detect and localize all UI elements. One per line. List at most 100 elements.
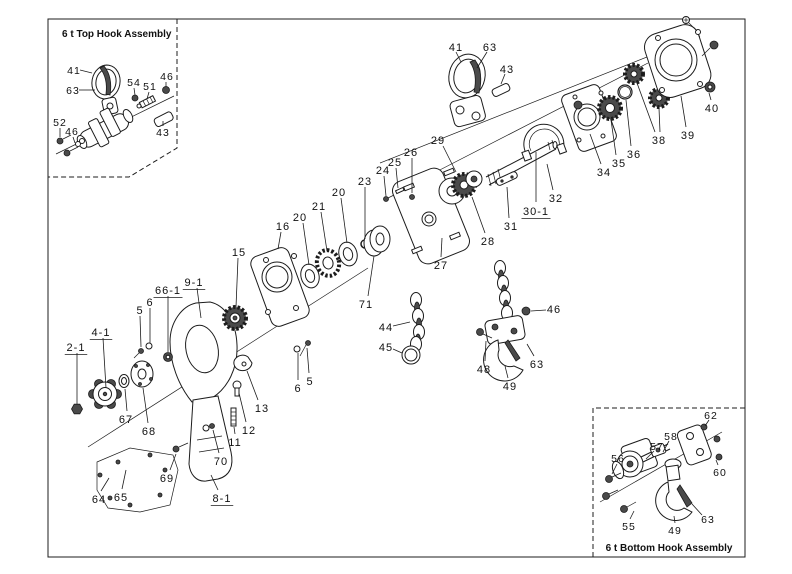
top-hook-inset-border — [48, 19, 178, 178]
leader-line-58 — [662, 440, 670, 453]
leader-line-70 — [212, 429, 220, 454]
part-label-30-1: 30-1 — [523, 206, 549, 218]
part-label-38: 38 — [652, 135, 666, 147]
leader-line-11 — [233, 426, 236, 435]
top-hook-inset-title: 6 t Top Hook Assembly — [62, 29, 172, 40]
leader-line-46 — [530, 309, 547, 312]
part-label-55: 55 — [622, 521, 636, 533]
leader-line-60 — [715, 459, 719, 466]
leader-line-56 — [611, 463, 618, 475]
part-label-54: 54 — [127, 77, 141, 89]
bottom-hook-inset-title: 6 t Bottom Hook Assembly — [606, 543, 733, 554]
part-label-29: 29 — [431, 135, 445, 147]
brake-ratchet-drawing — [438, 170, 483, 205]
leader-line-15 — [235, 257, 239, 308]
latch-drawing — [676, 484, 693, 508]
part-label-46: 46 — [160, 71, 174, 83]
pinion-shaft-drawing — [485, 139, 558, 187]
lever-handle-drawing — [169, 301, 238, 482]
part-label-34: 34 — [597, 167, 611, 179]
leader-line-5 — [306, 347, 310, 374]
leader-line-34 — [589, 133, 602, 165]
pin-drawing — [153, 111, 174, 128]
leader-line-63 — [476, 51, 488, 69]
part-label-12: 12 — [242, 425, 256, 437]
leader-line-71 — [367, 255, 375, 297]
part-label-64: 64 — [92, 494, 106, 506]
part-label-39: 39 — [681, 130, 695, 142]
leader-line-62 — [704, 419, 710, 427]
leader-line-20 — [340, 197, 348, 244]
load-chain-drawing — [494, 260, 513, 321]
part-label-41: 41 — [67, 65, 81, 77]
leader-line-40 — [708, 92, 712, 101]
part-label-44: 44 — [379, 322, 393, 334]
part-label-16: 16 — [276, 221, 290, 233]
leader-line-41 — [455, 51, 462, 63]
leader-line-12 — [238, 392, 247, 423]
latch-drawing — [504, 339, 521, 362]
leader-line-31 — [506, 186, 510, 219]
leader-line-49 — [504, 365, 509, 379]
part-label-9-1: 9-1 — [185, 277, 204, 289]
part-label-63: 63 — [483, 42, 497, 54]
leader-line-38 — [636, 82, 656, 133]
part-label-5: 5 — [136, 305, 143, 317]
part-label-63: 63 — [530, 359, 544, 371]
leader-line-21 — [320, 211, 328, 252]
load-sheave-drawing — [222, 305, 248, 331]
part-label-49: 49 — [668, 525, 682, 537]
part-label-70: 70 — [214, 456, 228, 468]
leader-line-44 — [392, 321, 411, 327]
part-label-51: 51 — [143, 81, 157, 93]
part-label-36: 36 — [627, 149, 641, 161]
leader-line-67 — [124, 388, 128, 412]
part-label-4-1: 4-1 — [92, 327, 111, 339]
leader-line-46 — [72, 136, 76, 144]
leader-line-9-1 — [196, 287, 202, 319]
leader-line-69 — [169, 453, 177, 471]
leader-line-29 — [442, 145, 457, 173]
part-label-35: 35 — [612, 158, 626, 170]
part-label-2-1: 2-1 — [67, 342, 86, 354]
leader-line-28 — [471, 196, 486, 234]
leader-line-4-1 — [102, 337, 107, 389]
pawl-spring-drawing — [230, 354, 253, 427]
part-label-13: 13 — [255, 403, 269, 415]
idle-pulley-drawing — [363, 225, 391, 257]
part-label-32: 32 — [549, 193, 563, 205]
part-label-66-1: 66-1 — [155, 285, 181, 297]
leader-line-68 — [142, 387, 149, 424]
leader-line-57 — [645, 450, 655, 460]
drawing-border — [47, 18, 746, 558]
leader-line-36 — [625, 99, 632, 147]
side-plate-drawing — [250, 247, 310, 327]
part-label-45: 45 — [379, 342, 393, 354]
leader-line-41 — [79, 69, 93, 74]
leader-line-39 — [680, 95, 687, 128]
bottom-hook-drawing — [476, 306, 531, 382]
part-label-40: 40 — [705, 103, 719, 115]
part-label-6: 6 — [294, 383, 301, 395]
part-label-31: 31 — [504, 221, 518, 233]
ball-drawing — [131, 94, 139, 102]
leader-line-20 — [302, 222, 310, 266]
leader-line-38 — [658, 107, 661, 133]
leader-line-25 — [395, 167, 399, 189]
bolt-69-drawing — [172, 445, 180, 453]
hand-chain-drawing — [401, 292, 425, 365]
leader-line-27 — [440, 237, 443, 258]
leader-line-63 — [526, 343, 535, 357]
part-label-8-1: 8-1 — [213, 493, 232, 505]
part-label-46: 46 — [65, 126, 79, 138]
part-label-46: 46 — [547, 304, 561, 316]
part-label-63: 63 — [701, 514, 715, 526]
part-label-62: 62 — [704, 410, 718, 422]
latch-drawing — [99, 65, 112, 96]
part-label-11: 11 — [228, 437, 241, 449]
pin-70-drawing — [209, 423, 215, 429]
